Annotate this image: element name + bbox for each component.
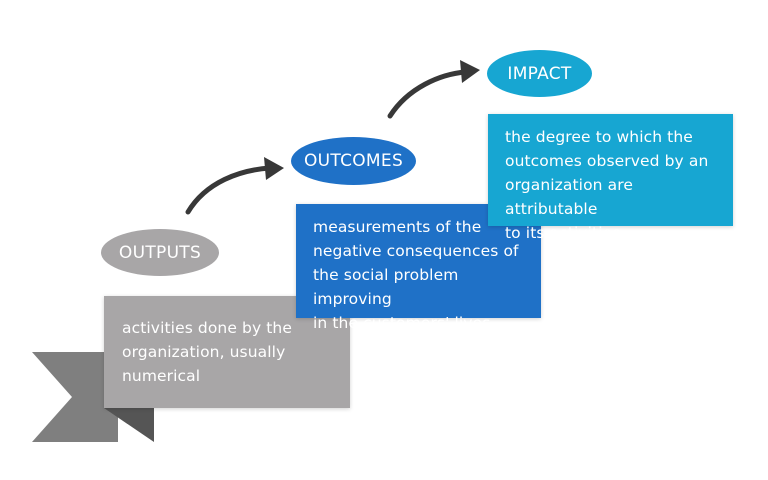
outcomes-box: measurements of the negative consequence… xyxy=(296,204,541,332)
outcomes-label-text: OUTCOMES xyxy=(303,151,404,171)
impact-text-line: organization are attributable xyxy=(505,176,633,218)
arrow-outcomes-to-impact xyxy=(387,60,480,119)
impact-text-line: the degree to which the xyxy=(505,128,693,146)
arrow-outputs-to-outcomes xyxy=(185,157,284,215)
outputs-text-line: numerical xyxy=(122,367,201,385)
outputs-text-line: organization, usually xyxy=(122,343,286,361)
outputs-label-text: OUTPUTS xyxy=(118,242,202,263)
outcomes-text-line: in the customers' lives xyxy=(313,314,491,332)
outcomes-text-line: negative consequences of xyxy=(313,242,519,260)
outputs-text-line: activities done by the xyxy=(122,319,292,337)
impact-label: IMPACT xyxy=(487,50,592,97)
outcomes-text-line: measurements of the xyxy=(313,218,482,236)
ribbon-fold-shape xyxy=(104,408,154,442)
outputs-label: OUTPUTS xyxy=(101,229,219,276)
impact-text-line: to its activities xyxy=(505,224,621,242)
outcomes-label: OUTCOMES xyxy=(291,137,416,185)
impact-box: the degree to which the outcomes observe… xyxy=(488,114,733,242)
outcomes-text-line: the social problem improving xyxy=(313,266,459,308)
impact-text-line: outcomes observed by an xyxy=(505,152,709,170)
impact-label-text: IMPACT xyxy=(507,63,572,84)
ribbon-tail-shape xyxy=(32,352,118,442)
